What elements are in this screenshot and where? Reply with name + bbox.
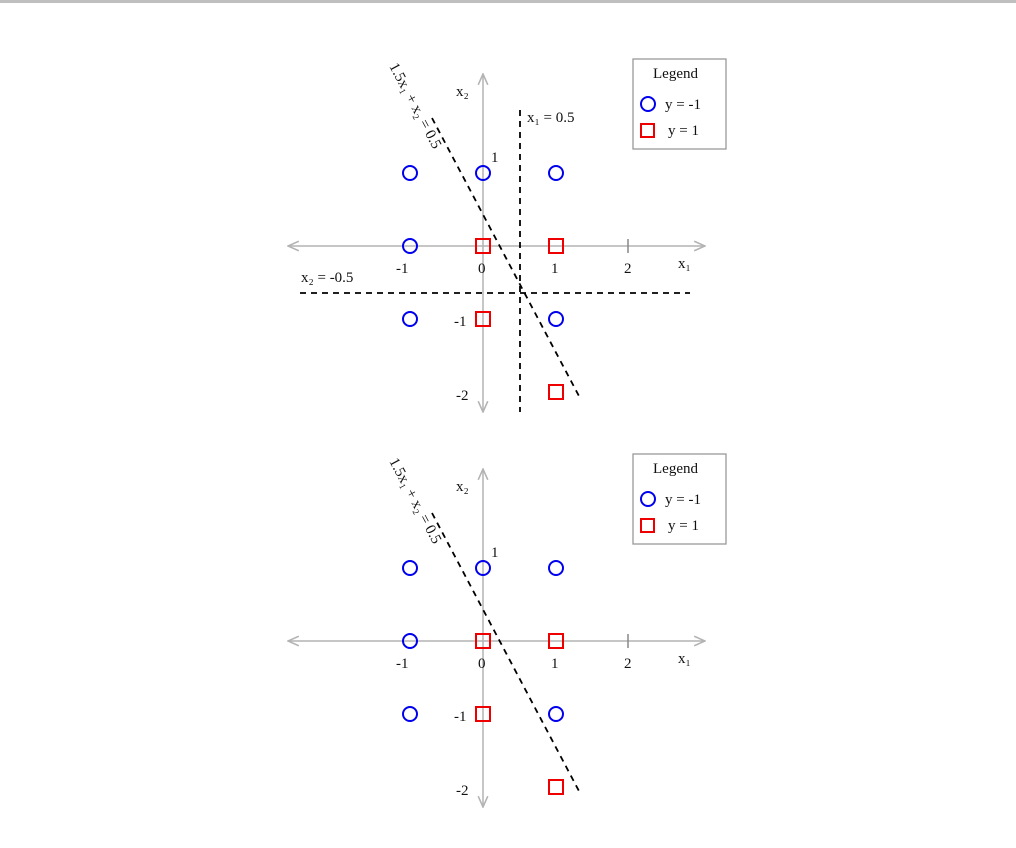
diagonal-line-label: 1.5x₁ + x₂ = 0.5 (385, 455, 444, 546)
x-tick-label: 0 (478, 261, 486, 277)
x-tick-label: -1 (396, 656, 409, 672)
y-tick-label: 1 (491, 545, 499, 561)
data-points (402, 165, 564, 400)
point-negative (402, 238, 418, 254)
point-negative (548, 706, 564, 722)
point-negative (402, 706, 418, 722)
decision-line-diagonal (431, 117, 581, 399)
legend-neg-label: y = -1 (665, 492, 701, 508)
point-positive (475, 311, 491, 327)
legend-title: Legend (653, 66, 698, 82)
y-tick-label: -1 (454, 314, 467, 330)
point-negative (402, 560, 418, 576)
diagonal-line-label: 1.5x₁ + x₂ = 0.5 (385, 60, 444, 151)
y-axis-label: x₂ (456, 479, 469, 495)
legend-circle-icon (640, 96, 656, 112)
y-axis-label: x₂ (456, 84, 469, 100)
point-positive (548, 633, 564, 649)
legend-box (632, 453, 727, 545)
legend-pos-label: y = 1 (668, 123, 699, 139)
data-points (402, 560, 564, 795)
panel-top: x₁ x₂ -1 0 1 2 1 -1 -2 1.5x₁ + x₂ = 0.5 … (288, 58, 727, 412)
point-negative (475, 165, 491, 181)
legend: Legend y = -1 y = 1 (632, 453, 727, 545)
legend-circle-icon (640, 491, 656, 507)
x-tick-label: -1 (396, 261, 409, 277)
x-axis-label: x₁ (678, 256, 691, 272)
y-tick-label: -1 (454, 709, 467, 725)
y-tick-label: 1 (491, 150, 499, 166)
legend-pos-label: y = 1 (668, 518, 699, 534)
panel-bottom: x₁ x₂ -1 0 1 2 1 -1 -2 1.5x₁ + x₂ = 0.5 … (288, 453, 727, 807)
legend-square-icon (640, 123, 655, 138)
x-tick-label: 0 (478, 656, 486, 672)
point-negative (548, 311, 564, 327)
point-negative (548, 165, 564, 181)
point-negative (402, 633, 418, 649)
vertical-line-label: x₁ = 0.5 (527, 110, 574, 126)
x-tick-label: 1 (551, 656, 559, 672)
point-positive (475, 706, 491, 722)
legend-square-icon (640, 518, 655, 533)
x-tick-label: 1 (551, 261, 559, 277)
point-negative (548, 560, 564, 576)
point-positive (548, 238, 564, 254)
legend-neg-label: y = -1 (665, 97, 701, 113)
point-positive (475, 633, 491, 649)
point-positive (475, 238, 491, 254)
y-tick-label: -2 (456, 388, 469, 404)
point-positive (548, 779, 564, 795)
x-tick-label: 2 (624, 656, 632, 672)
legend-box (632, 58, 727, 150)
point-positive (548, 384, 564, 400)
x-tick-label: 2 (624, 261, 632, 277)
legend-title: Legend (653, 461, 698, 477)
top-border (0, 0, 1016, 3)
point-negative (475, 560, 491, 576)
legend: Legend y = -1 y = 1 (632, 58, 727, 150)
point-negative (402, 311, 418, 327)
horizontal-line-label: x₂ = -0.5 (301, 270, 353, 286)
decision-line-diagonal (431, 512, 581, 794)
x-axis-label: x₁ (678, 651, 691, 667)
y-tick-label: -2 (456, 783, 469, 799)
point-negative (402, 165, 418, 181)
